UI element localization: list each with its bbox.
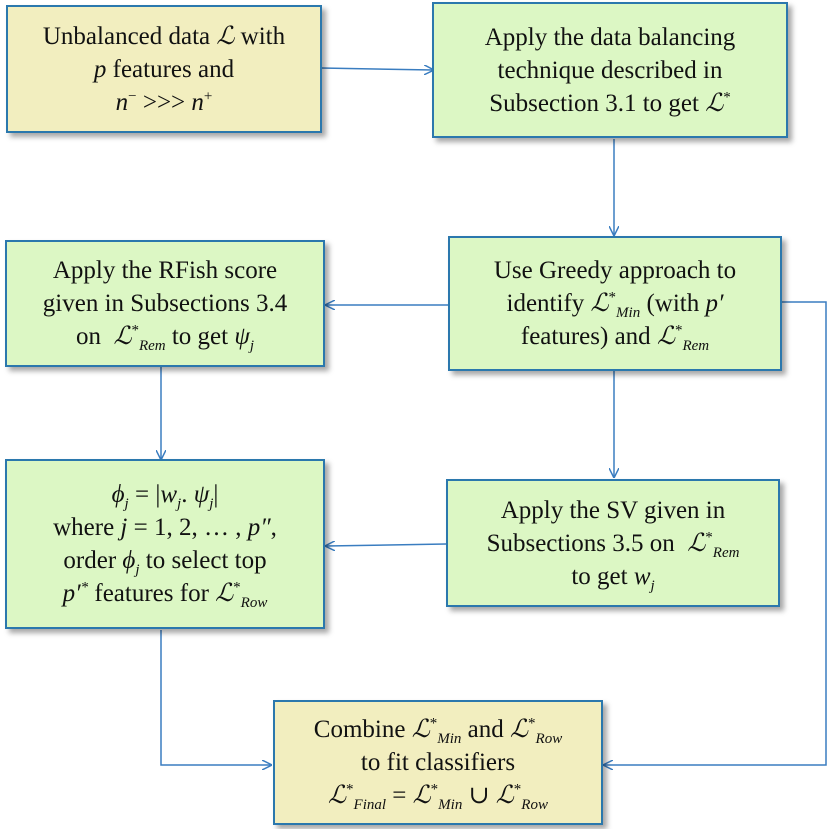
arrow-unbalanced-to-balance (320, 68, 433, 70)
combine-line2: to fit classifiers (360, 749, 516, 776)
greedy-line1: Use Greedy approach to (493, 257, 737, 284)
sv-box: Apply the SV given in Subsections 3.5 on… (446, 479, 780, 607)
unbalanced-line1: Unbalanced data (42, 22, 211, 50)
combine-box: Combine ℒ*Min and ℒ*Row to fit classifie… (273, 700, 603, 825)
balancing-box: Apply the data balancing technique descr… (432, 2, 788, 138)
greedy-box: Use Greedy approach to identify ℒ*Min (w… (448, 236, 782, 371)
arrow-greedy-to-combine (604, 301, 827, 765)
rfish-line2: given in Subsections 3.4 (42, 290, 288, 317)
unbalanced-data-box: Unbalanced data ℒ with p features and n−… (6, 5, 322, 133)
unbalanced-line2: features and (112, 55, 235, 83)
rfish-line1: Apply the RFish score (52, 257, 278, 284)
unbalanced-line3: >>> (142, 88, 186, 116)
balance-line2: technique described in (497, 56, 723, 84)
balance-line3: Subsection 3.1 to get (489, 89, 699, 117)
phi-selection-box: ϕj = |wj. ψj| where j = 1, 2, … , p″, or… (5, 459, 325, 629)
sv-line1: Apply the SV given in (500, 496, 726, 524)
rfish-box: Apply the RFish score given in Subsectio… (5, 240, 325, 367)
arrow-sv-to-phi (326, 544, 447, 546)
balance-line1: Apply the data balancing (484, 23, 736, 51)
arrow-phi-to-combine (160, 630, 271, 765)
